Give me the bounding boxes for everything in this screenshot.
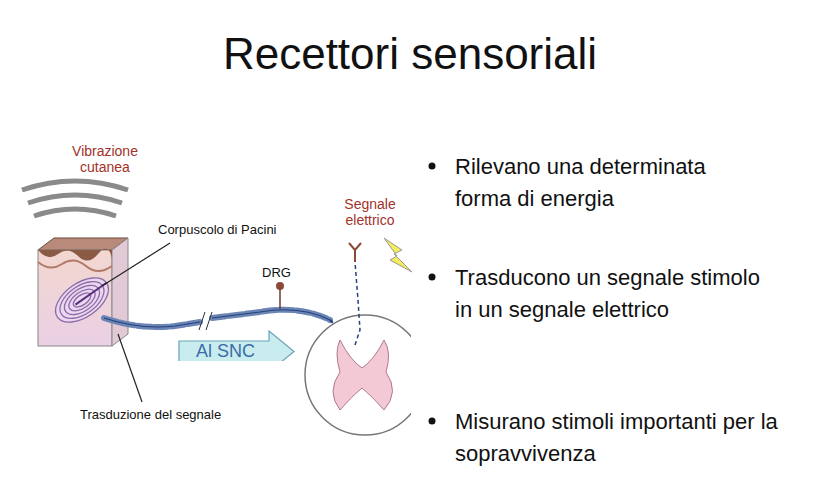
arrow-body [179,331,294,361]
process-label: Trasduzione del segnale [80,408,300,423]
skin-block [38,238,128,346]
bullet-dots [429,163,436,425]
part-label: DRG [262,266,302,281]
leader-lines [102,243,170,402]
spinal-cord [305,315,411,435]
slide-title: Recettori sensoriali [0,28,820,81]
arrow-label: Al SNC [196,341,255,362]
part-label: Corpuscolo di Pacini [158,223,318,238]
vibration-waves [22,181,128,216]
nerve-fiber [104,282,355,345]
signal-label: Segnale elettrico [330,196,410,228]
stimulus-label: Vibrazione cutanea [60,143,150,175]
lightning-bolt [384,238,412,272]
arrow-shape: Al SNC [178,336,295,367]
bullet-text: Rilevano una determinata forma di energi… [455,151,765,215]
ascending-pathway [349,243,361,345]
bullet-text: Misurano stimoli importanti per la sopra… [455,406,795,470]
bullet-text: Trasducono un segnale stimolo in un segn… [455,262,765,326]
